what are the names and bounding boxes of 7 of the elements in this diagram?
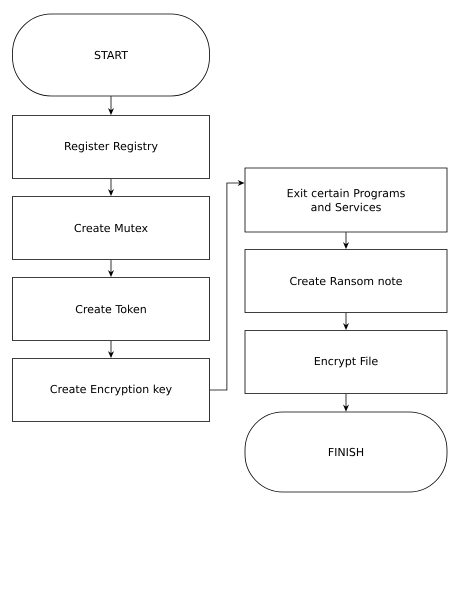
process-box: Create Token (12, 277, 210, 341)
process-box: Create Mutex (12, 196, 210, 260)
process-box: Exit certain Programs and Services (244, 168, 448, 232)
process-box: Register Registry (12, 115, 210, 179)
process-box: Create Ransom note (244, 249, 448, 313)
process-box: Create Encryption key (12, 358, 210, 422)
process-box: Encrypt File (244, 330, 448, 394)
